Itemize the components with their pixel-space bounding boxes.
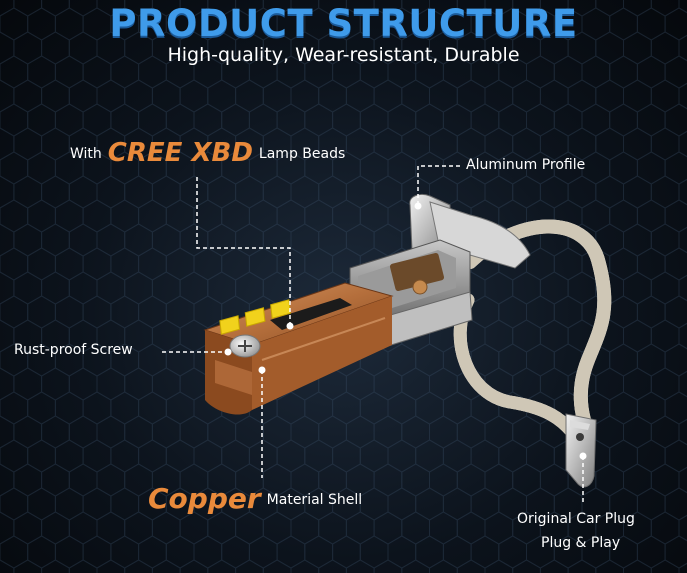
copper-highlight: Copper xyxy=(148,482,261,515)
callout-copper-shell: Copper Material Shell xyxy=(148,482,362,515)
callout-line-cree xyxy=(196,177,291,326)
led-chip xyxy=(244,307,266,327)
callout-cree-lamp-beads: With CREE XBD Lamp Beads xyxy=(70,138,345,168)
car-plug-terminal xyxy=(565,413,597,488)
callout-original-car-plug: Original Car Plug xyxy=(517,511,635,527)
cree-suffix: Lamp Beads xyxy=(258,146,346,162)
page-subtitle: High-quality, Wear-resistant, Durable xyxy=(167,44,520,66)
led-chip xyxy=(219,315,241,335)
callout-dots xyxy=(224,202,587,460)
callout-plug-and-play: Plug & Play xyxy=(541,535,621,551)
page-title: PRODUCT STRUCTURE xyxy=(109,2,578,45)
cree-highlight: CREE XBD xyxy=(107,138,253,168)
cree-prefix: With xyxy=(70,146,102,162)
led-chip xyxy=(270,299,291,319)
callout-line-aluminum xyxy=(417,165,460,206)
screw-icon xyxy=(229,334,261,358)
copper-suffix: Material Shell xyxy=(266,492,363,508)
callout-rust-proof-screw: Rust-proof Screw xyxy=(14,342,133,358)
callout-aluminum-profile: Aluminum Profile xyxy=(466,157,586,173)
callout-lines xyxy=(162,165,584,502)
braided-wire xyxy=(453,219,612,439)
